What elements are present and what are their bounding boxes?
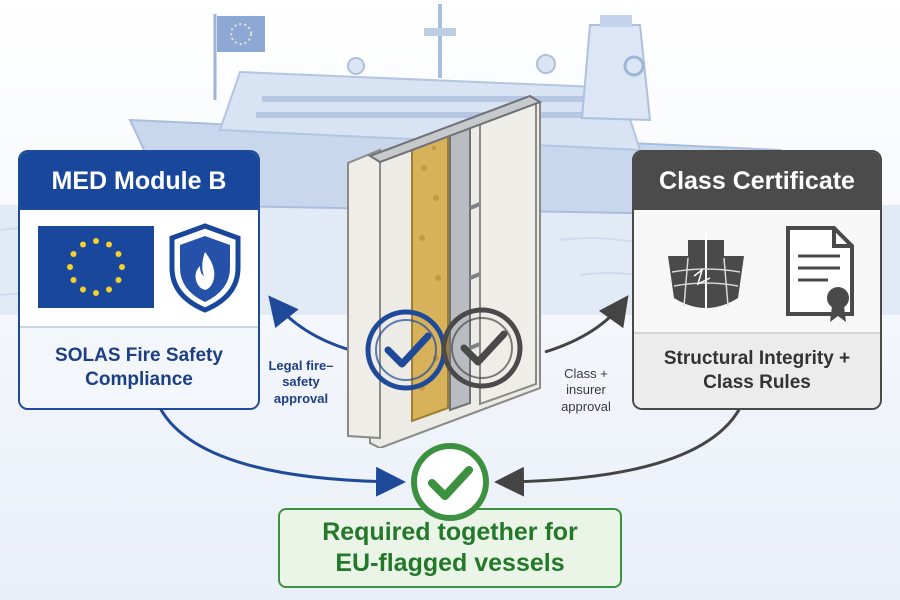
class-label-line-3: approval [561, 398, 611, 414]
legal-label-line-2: safety [282, 374, 320, 390]
legal-approval-label: Legal fire– safety approval [258, 358, 344, 407]
result-box: Required together for EU-flagged vessels [278, 508, 622, 588]
med-card-title: MED Module B [20, 152, 258, 210]
class-label-line-2: insurer [566, 382, 606, 398]
class-caption-line-1: Structural Integrity + [663, 348, 851, 370]
med-caption-line-1: SOLAS Fire Safety [55, 345, 223, 367]
class-label-line-1: Class + [564, 366, 608, 381]
legal-label-line-3: approval [273, 390, 329, 406]
legal-label-line-1: Legal fire– [268, 358, 334, 373]
class-approval-label: Class + insurer approval [548, 366, 624, 415]
med-icon-row [20, 210, 258, 325]
class-approval-stamp [441, 307, 523, 389]
med-card-caption: SOLAS Fire Safety Compliance [20, 326, 258, 408]
fire-rated-panel-illustration [347, 94, 543, 448]
steel-stud [449, 119, 471, 412]
class-card-title: Class Certificate [634, 152, 880, 210]
med-caption-line-2: Compliance [85, 369, 193, 390]
class-caption-line-2: Class Rules [703, 372, 811, 393]
certificate-icon [786, 226, 854, 322]
green-check-icon [411, 443, 489, 521]
class-card-caption: Structural Integrity + Class Rules [634, 332, 880, 408]
med-module-b-card: MED Module B SOLAS Fire Safety Complianc… [18, 150, 260, 410]
fire-shield-icon [169, 223, 241, 313]
result-line-1: Required together for [322, 517, 578, 546]
result-line-2: EU-flagged vessels [335, 549, 565, 577]
class-certificate-card: Class Certificate [632, 150, 882, 410]
class-icon-row [634, 210, 880, 330]
ship-hull-icon [668, 230, 744, 314]
eu-flag-icon [38, 226, 154, 308]
